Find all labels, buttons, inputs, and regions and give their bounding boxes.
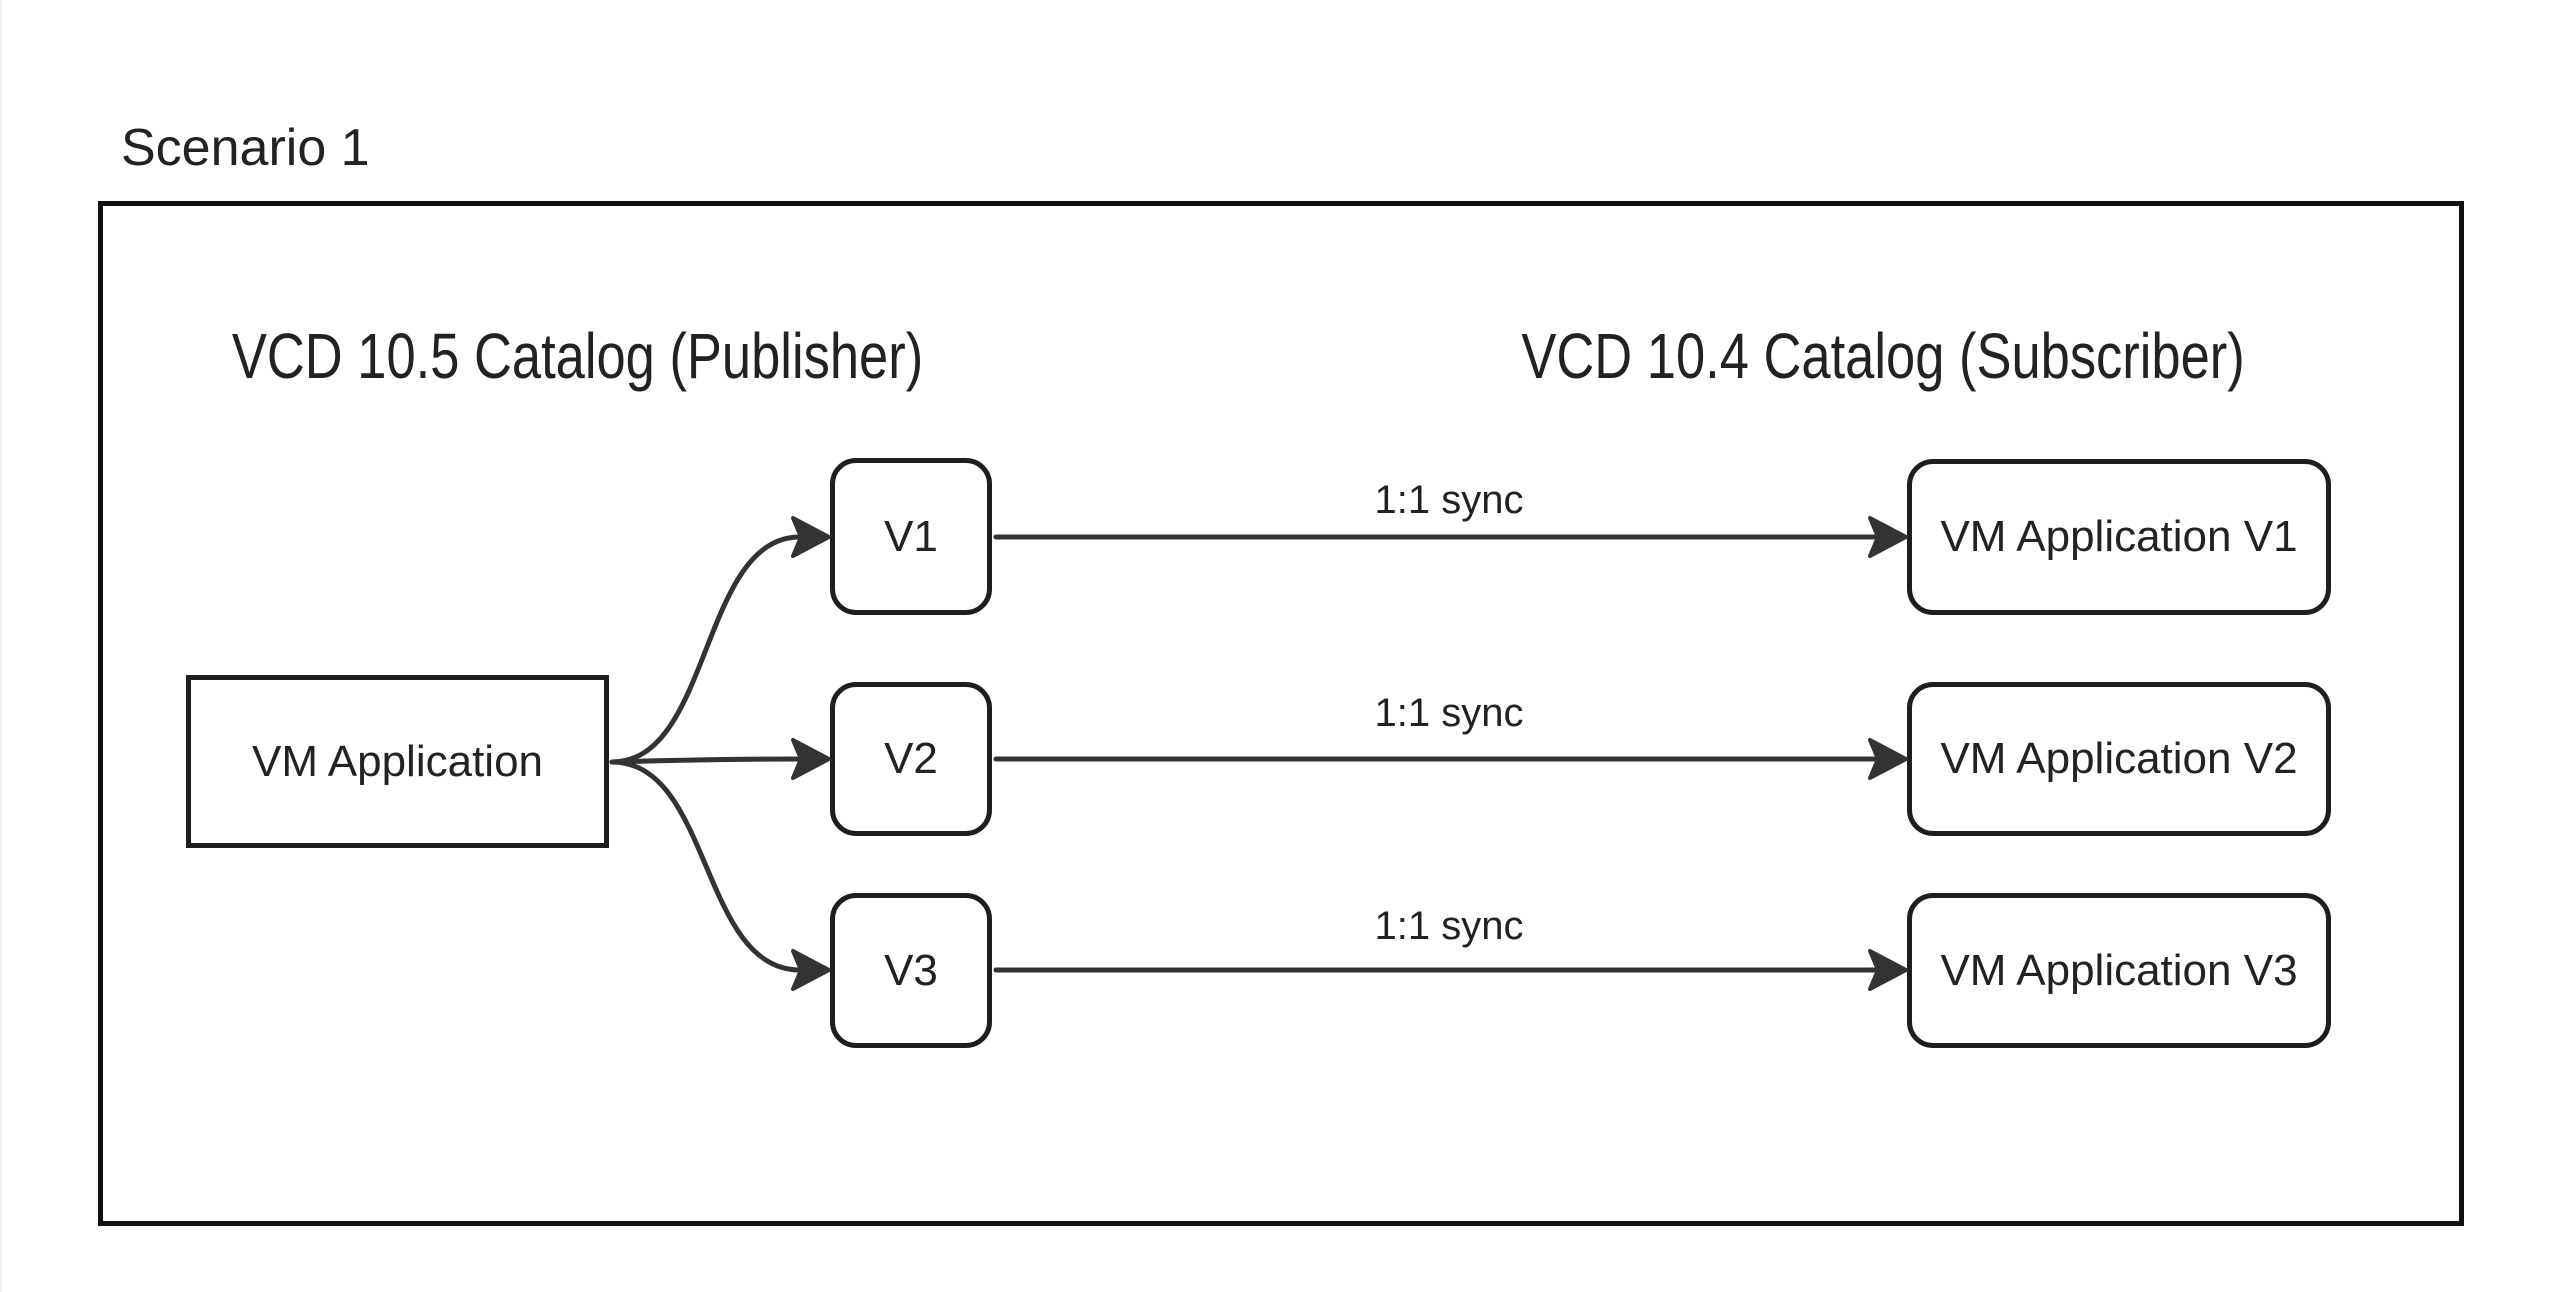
- version-node-v1[interactable]: V1: [830, 458, 992, 615]
- node-label: VM Application V1: [1940, 512, 2298, 561]
- node-label: V2: [884, 734, 938, 783]
- node-label: V3: [884, 945, 938, 995]
- node-label: V1: [884, 511, 938, 561]
- scenario-title: Scenario 1: [121, 119, 370, 177]
- sync-label-v3: 1:1 sync: [1374, 904, 1524, 948]
- version-node-v2[interactable]: V2: [830, 682, 992, 836]
- page-edge: [0, 0, 2, 1292]
- subscriber-node-vm-application-v3[interactable]: VM Application V3: [1907, 893, 2331, 1048]
- sync-label-v2: 1:1 sync: [1374, 691, 1524, 735]
- subscriber-heading-text: VCD 10.4 Catalog (Subscriber): [1521, 320, 2245, 392]
- subscriber-node-vm-application-v1[interactable]: VM Application V1: [1907, 459, 2331, 615]
- node-label: VM Application: [251, 736, 544, 786]
- scenario-frame: [98, 201, 2464, 1226]
- node-label: VM Application V2: [1940, 734, 2298, 783]
- sync-label-v1: 1:1 sync: [1374, 478, 1524, 522]
- source-node-vm-application[interactable]: VM Application: [186, 675, 609, 848]
- version-node-v3[interactable]: V3: [830, 893, 992, 1048]
- subscriber-node-vm-application-v2[interactable]: VM Application V2: [1907, 682, 2331, 836]
- subscriber-heading: VCD 10.4 Catalog (Subscriber): [1483, 318, 2283, 394]
- publisher-heading-text: VCD 10.5 Catalog (Publisher): [232, 320, 924, 392]
- publisher-heading: VCD 10.5 Catalog (Publisher): [178, 318, 978, 394]
- node-label: VM Application V3: [1940, 945, 2298, 995]
